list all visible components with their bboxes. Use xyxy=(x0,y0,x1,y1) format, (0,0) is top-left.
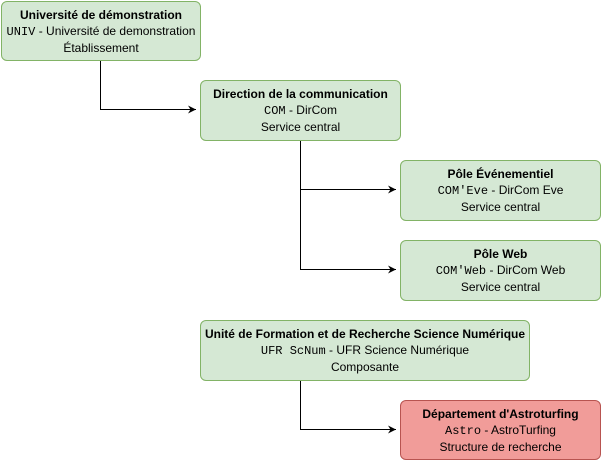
separator: - xyxy=(486,263,497,277)
node-name: DirCom Web xyxy=(496,263,566,277)
node-departement-astroturfing[interactable]: Département d'Astroturfing Astro - Astro… xyxy=(400,400,601,460)
node-subtitle: UNIV - Université de demonstration xyxy=(7,23,196,40)
node-code: COM xyxy=(264,104,286,118)
node-direction-communication[interactable]: Direction de la communication COM - DirC… xyxy=(200,80,401,141)
node-pole-web[interactable]: Pôle Web COM'Web - DirCom Web Service ce… xyxy=(400,240,601,301)
node-code: UFR ScNum xyxy=(260,344,326,358)
node-name: DirCom xyxy=(296,103,337,117)
node-title: Pôle Événementiel xyxy=(447,167,554,181)
node-ufr-science-numerique[interactable]: Unité de Formation et de Recherche Scien… xyxy=(200,320,530,381)
node-title: Université de démonstration xyxy=(19,7,183,22)
node-subtitle: Astro - AstroTurfing xyxy=(445,422,556,439)
node-code: UNIV xyxy=(6,24,36,39)
node-universite[interactable]: Université de démonstration UNIV - Unive… xyxy=(1,1,201,61)
node-name: UFR Science Numérique xyxy=(336,343,470,357)
node-code: COM'Eve xyxy=(437,184,489,198)
edge-ufr-to-astro xyxy=(300,381,396,434)
node-title: Unité de Formation et de Recherche Scien… xyxy=(204,327,526,341)
node-name: Université de demonstration xyxy=(46,23,196,38)
separator: - xyxy=(481,422,492,437)
node-type: Service central xyxy=(460,280,541,294)
node-type: Service central xyxy=(260,120,341,134)
node-name: DirCom Eve xyxy=(498,183,564,197)
node-title: Direction de la communication xyxy=(213,87,388,101)
edge-com-to-comeve xyxy=(300,141,396,194)
node-type: Service central xyxy=(460,200,541,214)
edge-com-to-comweb xyxy=(300,141,396,274)
node-code: COM'Web xyxy=(435,264,487,278)
node-subtitle: COM'Web - DirCom Web xyxy=(436,262,566,279)
node-type: Structure de recherche xyxy=(439,439,562,454)
edge-univ-to-com xyxy=(100,61,196,114)
node-name: AstroTurfing xyxy=(491,422,556,437)
node-type: Composante xyxy=(330,360,400,374)
node-title: Pôle Web xyxy=(473,247,528,261)
node-subtitle: COM - DirCom xyxy=(264,102,337,119)
node-subtitle: UFR ScNum - UFR Science Numérique xyxy=(261,342,469,359)
separator: - xyxy=(35,23,47,38)
node-pole-evenementiel[interactable]: Pôle Événementiel COM'Eve - DirCom Eve S… xyxy=(400,160,601,221)
separator: - xyxy=(488,183,499,197)
separator: - xyxy=(285,103,297,117)
node-title: Département d'Astroturfing xyxy=(422,406,579,421)
node-code: Astro xyxy=(445,423,482,438)
separator: - xyxy=(325,343,337,357)
node-subtitle: COM'Eve - DirCom Eve xyxy=(438,182,564,199)
node-type: Établissement xyxy=(63,40,139,55)
